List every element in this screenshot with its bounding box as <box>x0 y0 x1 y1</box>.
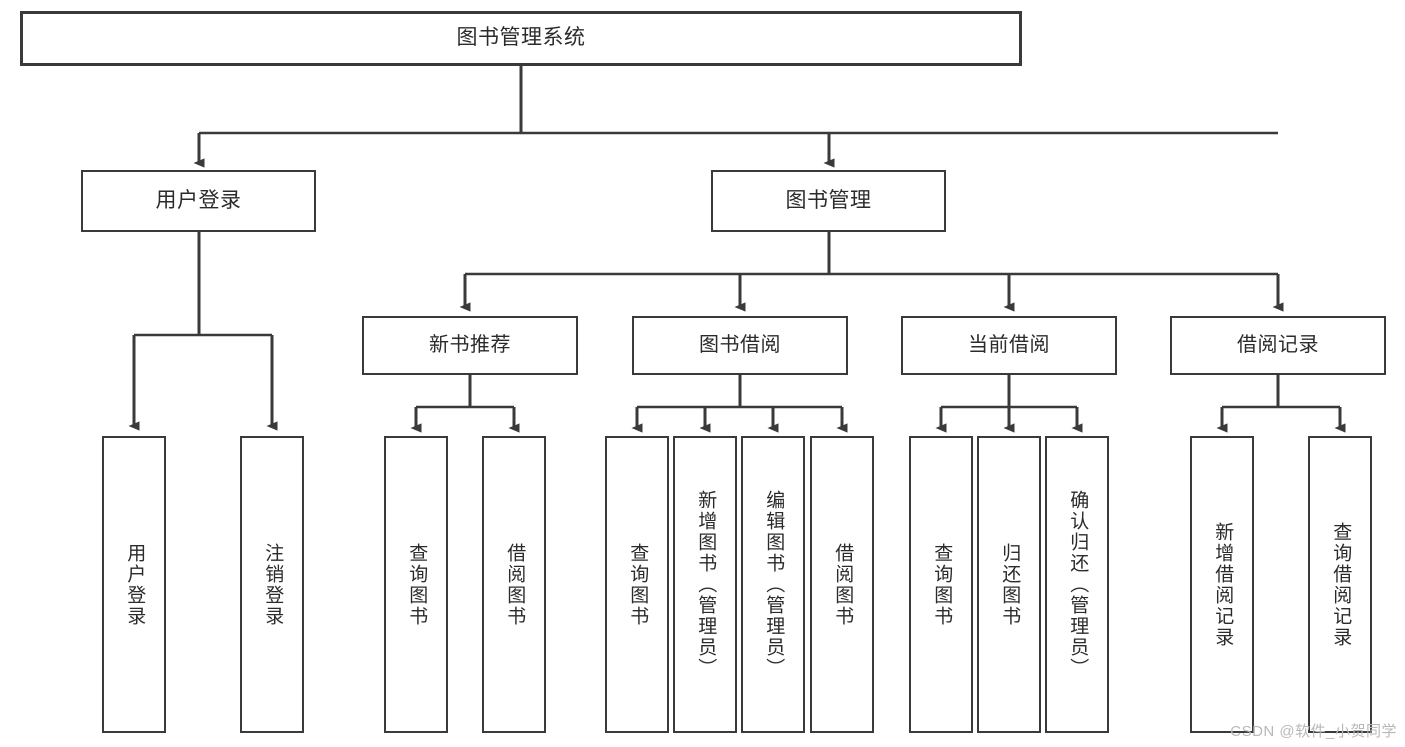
leaf-label: 查询图书 <box>406 542 428 627</box>
watermark-text: CSDN @软件_小贺同学 <box>1230 723 1397 740</box>
leaf-label: 借阅图书 <box>504 542 526 627</box>
node-label: 借阅记录 <box>1237 334 1319 356</box>
leaf-label: 确认归还（管理员） <box>1067 490 1089 679</box>
leaf-label: 查询图书 <box>931 542 953 627</box>
leaf-borrow-borrow-book[interactable]: 借阅图书 <box>810 436 874 733</box>
leaf-label: 查询图书 <box>627 542 649 627</box>
leaf-current-confirm-return-admin[interactable]: 确认归还（管理员） <box>1045 436 1109 733</box>
leaf-label: 新增借阅记录 <box>1212 521 1234 648</box>
node-borrow-records[interactable]: 借阅记录 <box>1170 316 1386 375</box>
leaf-label: 新增图书（管理员） <box>695 490 717 679</box>
node-root-system[interactable]: 图书管理系统 <box>20 11 1022 66</box>
leaf-current-return-book[interactable]: 归还图书 <box>977 436 1041 733</box>
leaf-user-login-signout[interactable]: 注销登录 <box>240 436 304 733</box>
leaf-borrow-query-book[interactable]: 查询图书 <box>605 436 669 733</box>
leaf-label: 查询借阅记录 <box>1330 521 1352 648</box>
leaf-user-login-signin[interactable]: 用户登录 <box>102 436 166 733</box>
node-new-book-recommend[interactable]: 新书推荐 <box>362 316 578 375</box>
leaf-label: 注销登录 <box>262 542 284 627</box>
leaf-recommend-query-book[interactable]: 查询图书 <box>384 436 448 733</box>
node-label: 当前借阅 <box>968 334 1050 356</box>
node-user-login[interactable]: 用户登录 <box>81 170 316 232</box>
node-book-borrow[interactable]: 图书借阅 <box>632 316 848 375</box>
node-book-management[interactable]: 图书管理 <box>711 170 946 232</box>
node-label: 图书借阅 <box>699 334 781 356</box>
leaf-records-query-record[interactable]: 查询借阅记录 <box>1308 436 1372 733</box>
leaf-label: 编辑图书（管理员） <box>763 490 785 679</box>
leaf-label: 用户登录 <box>124 542 146 627</box>
leaf-current-query-book[interactable]: 查询图书 <box>909 436 973 733</box>
node-label: 新书推荐 <box>429 334 511 356</box>
node-label: 图书管理 <box>785 188 872 212</box>
node-current-borrow[interactable]: 当前借阅 <box>901 316 1117 375</box>
leaf-borrow-add-book-admin[interactable]: 新增图书（管理员） <box>673 436 737 733</box>
node-label: 用户登录 <box>155 188 242 212</box>
leaf-borrow-edit-book-admin[interactable]: 编辑图书（管理员） <box>741 436 805 733</box>
leaf-label: 借阅图书 <box>832 542 854 627</box>
leaf-recommend-borrow-book[interactable]: 借阅图书 <box>482 436 546 733</box>
leaf-records-add-record[interactable]: 新增借阅记录 <box>1190 436 1254 733</box>
node-label: 图书管理系统 <box>456 26 586 50</box>
leaf-label: 归还图书 <box>999 542 1021 627</box>
